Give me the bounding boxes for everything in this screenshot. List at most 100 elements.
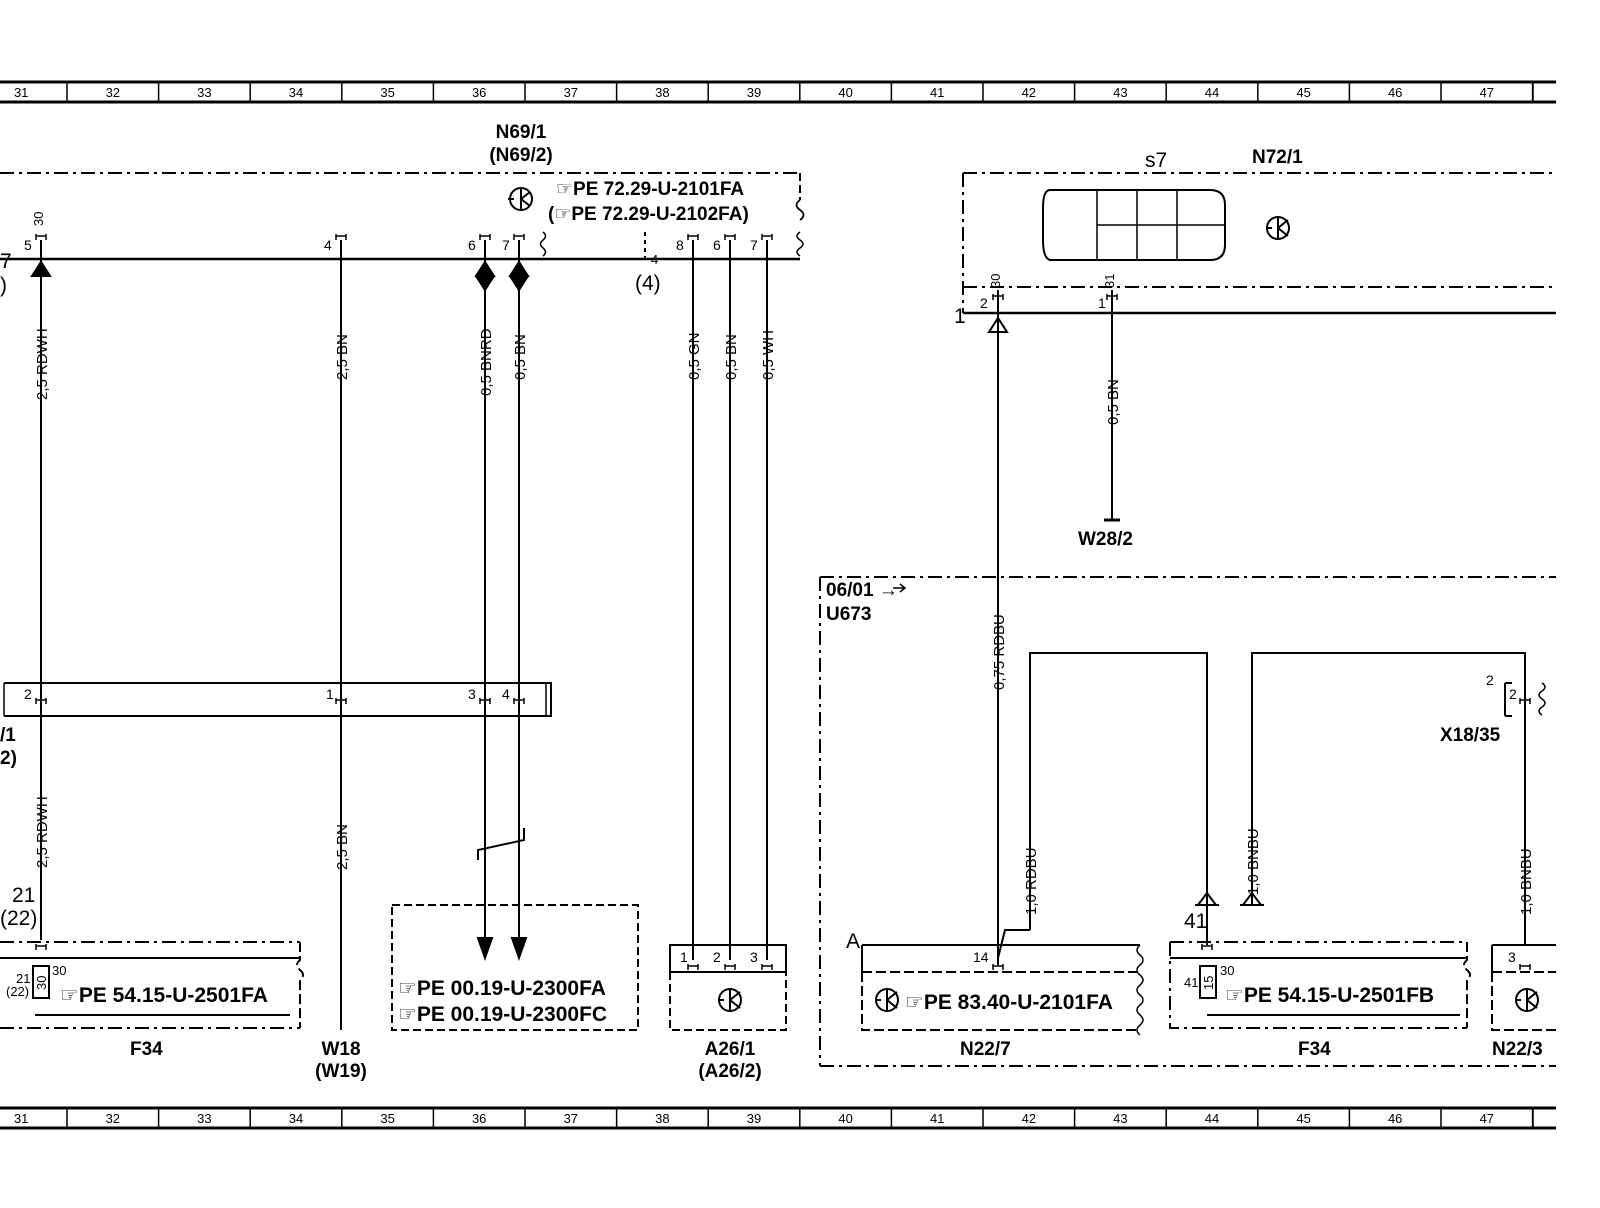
wire-rdwh-top: 2,5 RDWH [34, 328, 51, 400]
wire-bn-a26: 0,5 BN [723, 334, 740, 380]
pin-connector-mark [335, 698, 347, 704]
pin-5: 5 [24, 237, 32, 253]
pin-connector-mark [1519, 964, 1531, 970]
n69-ref-2: (☞PE 72.29-U-2102FA) [548, 204, 749, 225]
pin-connector-mark [761, 234, 773, 240]
left-edge-paren: ) [0, 274, 7, 297]
n22-3-label: N22/3 [1492, 1039, 1543, 1060]
pin-6: 6 [468, 237, 476, 253]
f34-left-21: 21 [12, 884, 35, 907]
wire-rdwh-bottom: 2,5 RDWH [34, 796, 51, 868]
f34-right-41: 41 [1184, 910, 1207, 933]
a26-pin-3: 3 [750, 949, 758, 965]
ruler-bottom-col-46: 46 [1388, 1111, 1402, 1126]
pin-connector-mark [1201, 944, 1213, 950]
pin-8: 8 [676, 237, 684, 253]
u673-title: 06/01 → [826, 580, 898, 601]
x-pin-4: 4 [502, 686, 510, 702]
pin-4-paren: (4) [635, 272, 661, 295]
ruler-bottom-col-41: 41 [930, 1111, 944, 1126]
ruler-bottom-col-47: 47 [1480, 1111, 1494, 1126]
pin-connector-mark [35, 698, 47, 704]
ruler-top-col-39: 39 [747, 85, 761, 100]
ruler-top-col-35: 35 [380, 85, 394, 100]
ruler-top-col-45: 45 [1296, 85, 1310, 100]
ruler-top-col-46: 46 [1388, 85, 1402, 100]
f34-left-22: (22) [0, 907, 37, 930]
wire-bnbu-10-a: 1,0 BNBU [1245, 828, 1262, 895]
left-edge-7: 7 [0, 250, 12, 273]
x18-pin-2: 2 [1509, 686, 1517, 702]
ruler-bottom-col-43: 43 [1113, 1111, 1127, 1126]
wire-bn-05: 0,5 BN [512, 334, 529, 380]
f34-left-22-small: (22) [6, 984, 29, 999]
a26-pin-1: 1 [680, 949, 688, 965]
n22-7-label: N22/7 [960, 1039, 1011, 1060]
n22-3-pin-3: 3 [1508, 949, 1516, 965]
n72-label: N72/1 [1252, 147, 1303, 168]
w18-alt-label: (W19) [315, 1061, 367, 1082]
pin-connector-mark [992, 964, 1004, 970]
ruler-bottom-col-32: 32 [106, 1111, 120, 1126]
ruler-bottom-col-36: 36 [472, 1111, 486, 1126]
f34-left-fuse-30: 30 [34, 976, 49, 990]
wire-bn-bottom: 2,5 BN [334, 824, 351, 870]
ruler-bottom-col-39: 39 [747, 1111, 761, 1126]
pin-connector-mark [35, 234, 47, 240]
ruler-bottom-col-44: 44 [1205, 1111, 1219, 1126]
pin-connector-mark [687, 964, 699, 970]
ruler-bottom-col-37: 37 [564, 1111, 578, 1126]
pin-connector-mark [513, 234, 525, 240]
f34-right-label: F34 [1298, 1039, 1331, 1060]
ruler-top-col-37: 37 [564, 85, 578, 100]
ruler-top-col-31: 31 [14, 85, 28, 100]
pe00-ref-2: ☞PE 00.19-U-2300FC [398, 1003, 607, 1026]
pin-connector-mark [761, 964, 773, 970]
n72-pin-1: 1 [1098, 295, 1106, 311]
a26-alt-label: (A26/2) [698, 1061, 761, 1082]
left-edge-mid-1: /1 [0, 725, 16, 746]
n72-s7: s7 [1145, 149, 1167, 172]
a26-pin-2: 2 [713, 949, 721, 965]
pin-4: 4 [324, 237, 332, 253]
wire-bnbu-10-b: 1,0 BNBU [1518, 848, 1535, 915]
ruler-top-col-47: 47 [1480, 85, 1494, 100]
f34-left-label: F34 [130, 1039, 163, 1060]
n72-pin-30: 30 [988, 274, 1003, 288]
x18-label: X18/35 [1440, 725, 1501, 746]
pin-4-small: 4 [651, 252, 658, 267]
wire-bnrd: 0,5 BNRD [478, 328, 495, 396]
ruler-top-col-34: 34 [289, 85, 303, 100]
ruler-bottom-col-31: 31 [14, 1111, 28, 1126]
f34-left-ref: ☞PE 54.15-U-2501FA [60, 984, 268, 1007]
f34-left-30: 30 [52, 963, 66, 978]
pin-connector-mark [335, 234, 347, 240]
u673-code: U673 [826, 604, 871, 625]
wire-rdbu-075: 0,75 RDBU [991, 614, 1008, 690]
n22-7-pin-14: 14 [973, 949, 989, 965]
pin-connector-mark [992, 294, 1004, 300]
left-edge-mid-2: 2) [0, 748, 17, 769]
wire-wh: 0,5 WH [760, 330, 777, 380]
ruler-top-col-38: 38 [655, 85, 669, 100]
n22-7-ref: ☞PE 83.40-U-2101FA [905, 991, 1113, 1014]
n22-7-marker: A [846, 930, 860, 953]
ruler-bottom-col-45: 45 [1296, 1111, 1310, 1126]
ruler-top-col-33: 33 [197, 85, 211, 100]
pin-connector-mark [479, 698, 491, 704]
n72-pin-2: 2 [980, 295, 988, 311]
pin-connector-mark [724, 234, 736, 240]
pe00-ref-1: ☞PE 00.19-U-2300FA [398, 977, 606, 1000]
ruler-bottom-col-42: 42 [1022, 1111, 1036, 1126]
wire-gn: 0,5 GN [686, 332, 703, 380]
pin-connector-mark [724, 964, 736, 970]
x18-pin-2-outer: 2 [1486, 672, 1494, 688]
ruler-top-col-43: 43 [1113, 85, 1127, 100]
ruler-top-col-40: 40 [838, 85, 852, 100]
ruler-bottom-col-40: 40 [838, 1111, 852, 1126]
ruler-bottom-col-33: 33 [197, 1111, 211, 1126]
f34-right-30: 30 [1220, 963, 1234, 978]
